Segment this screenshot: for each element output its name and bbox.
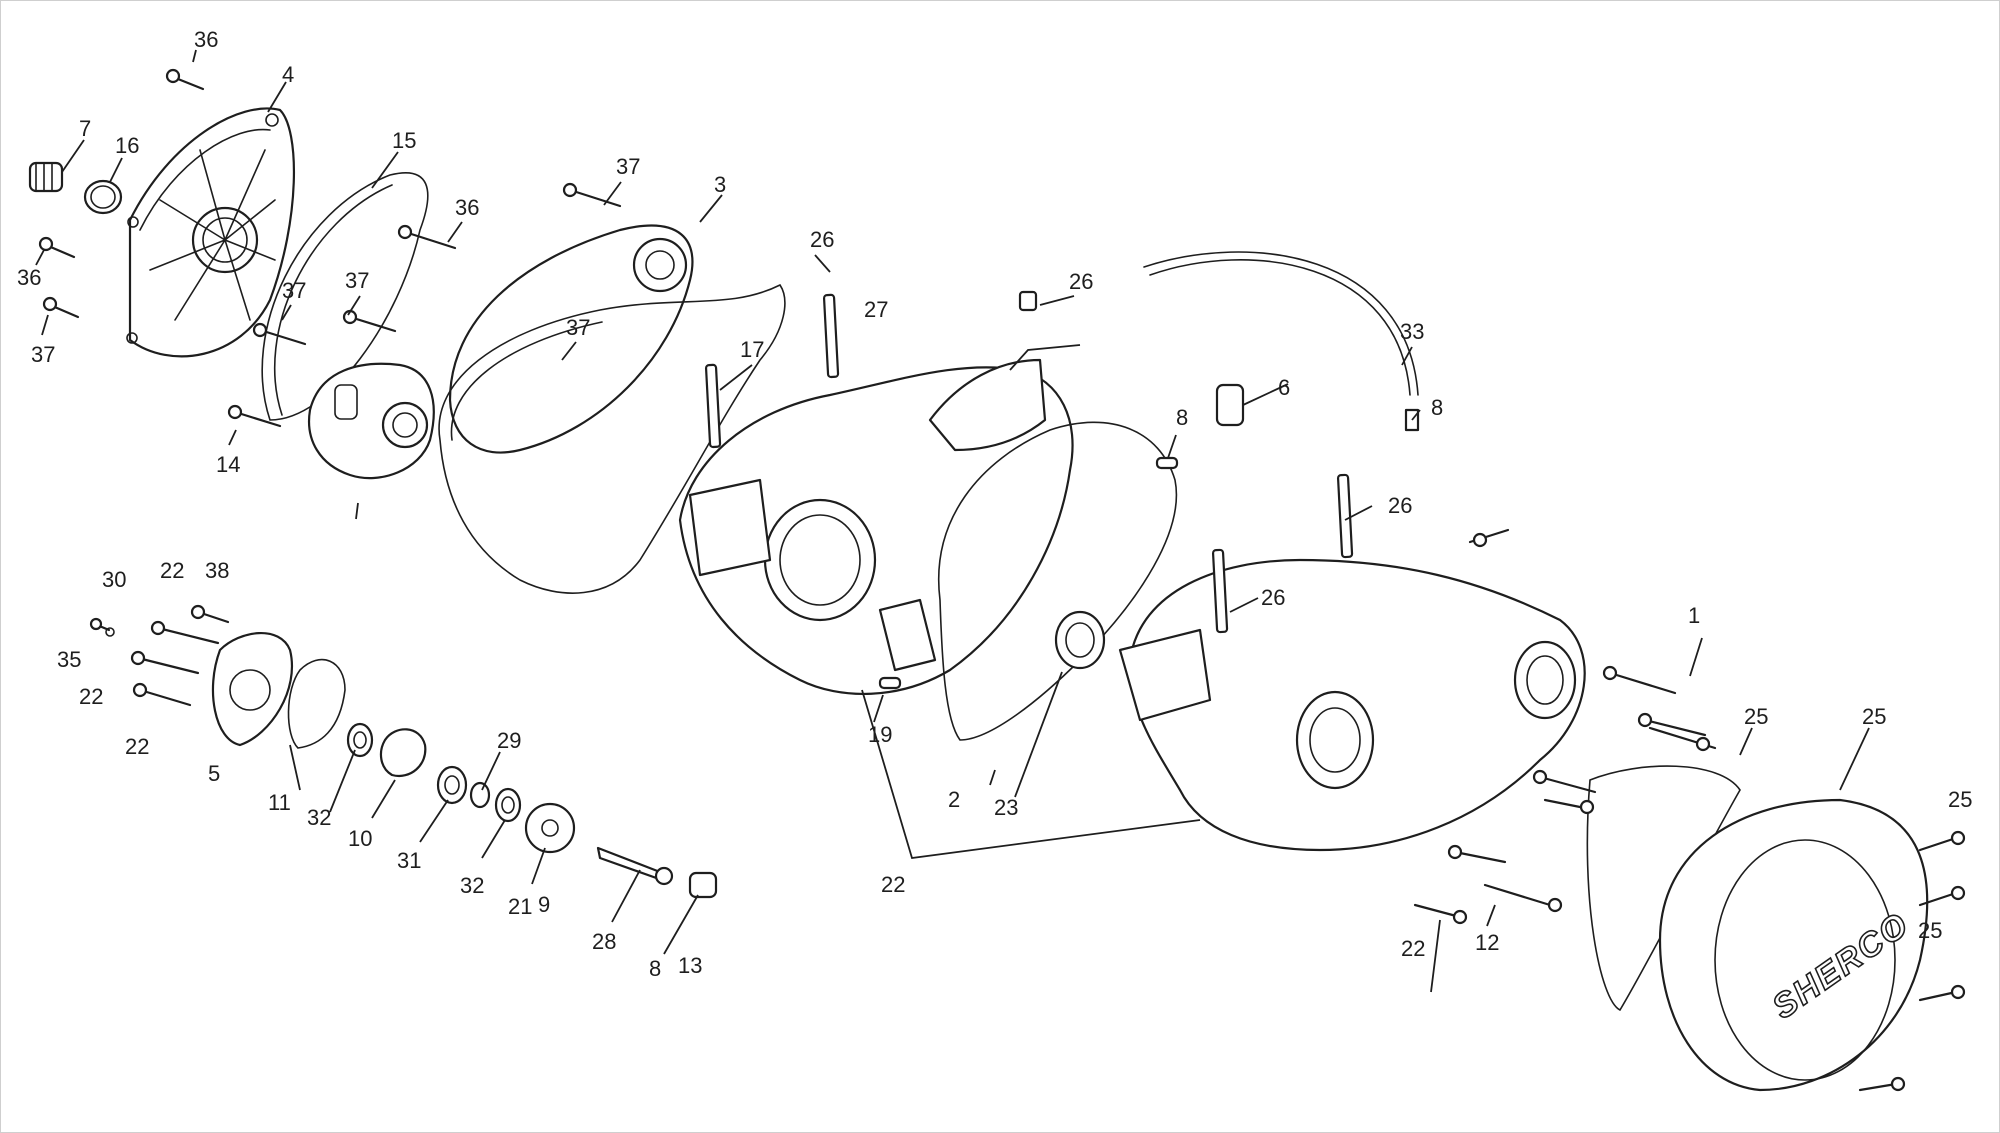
center-gasket — [938, 421, 1178, 741]
callout-label: 14 — [216, 452, 240, 477]
callout-label: 37 — [345, 268, 369, 293]
pump-gasket — [287, 658, 346, 749]
callout-label: 15 — [392, 128, 416, 153]
callout-label: 37 — [566, 315, 590, 340]
pump-bearing — [436, 765, 468, 805]
pump-housing — [307, 362, 435, 480]
pump-washer — [469, 781, 491, 809]
callout-label: 38 — [205, 558, 229, 583]
callout-label: 10 — [348, 826, 372, 851]
callout-label: 26 — [1261, 585, 1285, 610]
callout-label: 1 — [1688, 603, 1700, 628]
callout-label: 32 — [460, 873, 484, 898]
callout-label: 7 — [79, 116, 91, 141]
leader-lines — [35, 49, 1870, 993]
needle-bearing — [688, 871, 718, 899]
callout-label: 27 — [864, 297, 888, 322]
crankcase-left-half — [678, 358, 1074, 696]
callout-label: 5 — [208, 761, 220, 786]
callout-label: 36 — [455, 195, 479, 220]
cover-bolts — [1858, 830, 1966, 1092]
callout-label: 12 — [1475, 930, 1499, 955]
inner-clutch-cover — [448, 224, 694, 454]
callout-label: 13 — [678, 953, 702, 978]
callout-label: 31 — [397, 848, 421, 873]
callout-label: 22 — [160, 558, 184, 583]
callout-label: 36 — [194, 27, 218, 52]
callout-label: 17 — [740, 337, 764, 362]
callout-label: 33 — [1400, 319, 1424, 344]
clutch-cover-outer — [126, 107, 296, 358]
callout-label: 6 — [1278, 375, 1290, 400]
pump-shaft — [596, 846, 674, 886]
callout-label: 26 — [1069, 269, 1093, 294]
callout-label: 22 — [79, 684, 103, 709]
callout-label: 22 — [881, 872, 905, 897]
o-ring — [83, 179, 123, 215]
pump-seal-a — [346, 722, 374, 758]
callout-label: 22 — [125, 734, 149, 759]
callout-label: 37 — [282, 278, 306, 303]
pump-impeller — [379, 728, 427, 778]
callout-label: 8 — [1176, 405, 1188, 430]
callout-label: 37 — [31, 342, 55, 367]
pump-screws — [89, 604, 230, 707]
pump-gear — [524, 802, 576, 854]
callout-label: 36 — [17, 265, 41, 290]
crankcase-right-half — [1118, 558, 1586, 852]
callout-label: 25 — [1744, 704, 1768, 729]
main-bearing — [1054, 610, 1106, 670]
case-bolts-right — [1413, 528, 1717, 925]
cylinder-studs — [704, 293, 1354, 634]
ignition-cover: SHERCO — [1658, 798, 1929, 1092]
callout-label: 35 — [57, 647, 81, 672]
pump-cover — [211, 632, 293, 747]
callout-label: 8 — [649, 956, 661, 981]
drain-plug — [28, 161, 64, 193]
callout-label: 26 — [1388, 493, 1412, 518]
crankcase-gasket-left — [438, 283, 786, 594]
callout-label: 4 — [282, 62, 294, 87]
callout-label: 22 — [1401, 936, 1425, 961]
callout-label: 8 — [1431, 395, 1443, 420]
callout-labels: 36 4 7 16 15 37 3 36 36 37 37 37 37 14 2… — [17, 27, 1972, 981]
callout-label: 21 — [508, 894, 532, 919]
callout-label: 32 — [307, 805, 331, 830]
breather-cap — [1215, 383, 1245, 427]
callout-label: 2 — [948, 787, 960, 812]
callout-label: 30 — [102, 567, 126, 592]
callout-label: 23 — [994, 795, 1018, 820]
callout-label: 26 — [810, 227, 834, 252]
pump-seal-b — [494, 787, 522, 823]
callout-label: 28 — [592, 929, 616, 954]
callout-label: 25 — [1948, 787, 1972, 812]
vent-hose — [1143, 251, 1419, 396]
callout-label: 3 — [714, 172, 726, 197]
callout-label: 29 — [497, 728, 521, 753]
callout-label: 37 — [616, 154, 640, 179]
dowel-pins — [878, 456, 1179, 690]
small-plug — [1018, 290, 1038, 312]
callout-label: 9 — [538, 892, 550, 917]
callout-label: 11 — [268, 790, 291, 815]
callout-label: 25 — [1918, 918, 1942, 943]
callout-label: 19 — [868, 722, 892, 747]
callout-label: 16 — [115, 133, 139, 158]
callout-label: 25 — [1862, 704, 1886, 729]
